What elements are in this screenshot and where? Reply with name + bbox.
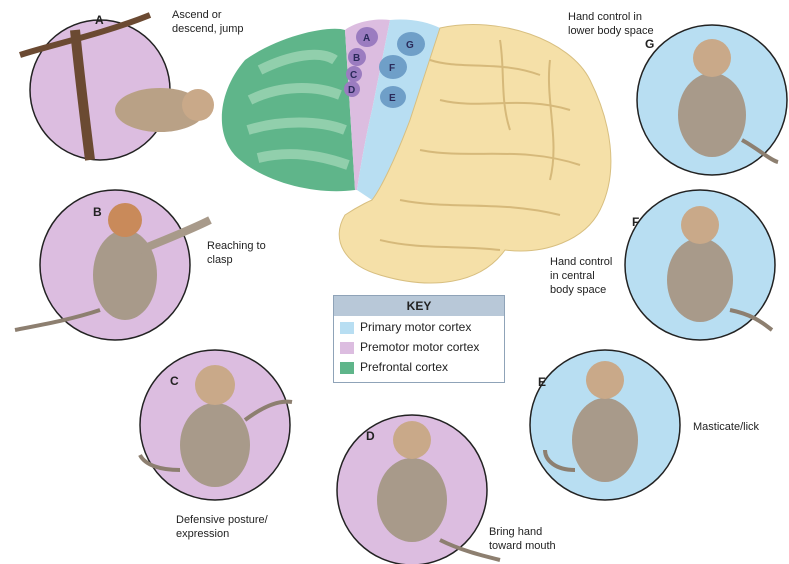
caption-d: Bring hand toward mouth — [489, 525, 556, 553]
monkey-g-body — [678, 73, 746, 157]
panel-e-letter: E — [538, 375, 546, 389]
monkey-a-head — [182, 89, 214, 121]
monkey-g-head — [693, 39, 731, 77]
legend-title: KEY — [334, 296, 504, 316]
panel-a-letter: A — [95, 13, 104, 27]
panel-f-letter: F — [632, 215, 639, 229]
caption-b: Reaching to clasp — [207, 239, 266, 267]
caption-g: Hand control in lower body space — [568, 10, 654, 38]
monkey-e-body — [572, 398, 638, 482]
caption-c: Defensive posture/ expression — [176, 513, 268, 541]
brain-label-e: E — [389, 93, 396, 104]
brain: A B C D G F E — [222, 19, 611, 282]
brain-label-f: F — [389, 63, 395, 74]
legend-item-primary-motor: Primary motor cortex — [334, 318, 504, 338]
panel-c-letter: C — [170, 374, 179, 388]
monkey-b-head — [108, 203, 142, 237]
brain-label-d: D — [348, 85, 355, 96]
swatch-prefrontal — [340, 362, 354, 374]
prefrontal-cortex-region — [222, 29, 355, 192]
panel-d-letter: D — [366, 429, 375, 443]
swatch-primary-motor — [340, 322, 354, 334]
caption-a: Ascend or descend, jump — [172, 8, 244, 36]
panel-d: D — [337, 415, 500, 564]
brain-label-c: C — [350, 70, 357, 81]
panel-b: B — [15, 190, 210, 340]
legend-label: Premotor motor cortex — [360, 340, 479, 354]
brain-label-b: B — [353, 53, 360, 64]
monkey-c-head — [195, 365, 235, 405]
panel-b-letter: B — [93, 205, 102, 219]
legend-item-prefrontal: Prefrontal cortex — [334, 358, 504, 378]
caption-f: Hand control in central body space — [550, 255, 612, 297]
swatch-premotor — [340, 342, 354, 354]
monkey-f-body — [667, 238, 733, 322]
monkey-f-head — [681, 206, 719, 244]
legend-label: Prefrontal cortex — [360, 360, 448, 374]
monkey-d-head — [393, 421, 431, 459]
panel-g-letter: G — [645, 37, 654, 51]
panel-e: E — [530, 350, 680, 500]
panel-g: G — [637, 25, 787, 175]
monkey-e-head — [586, 361, 624, 399]
brain-label-g: G — [406, 40, 414, 51]
monkey-c-body — [180, 403, 250, 487]
panel-c: C — [140, 350, 292, 500]
panel-f: F — [625, 190, 775, 340]
caption-e: Masticate/lick — [693, 420, 759, 434]
brain-label-a: A — [363, 33, 370, 44]
legend-label: Primary motor cortex — [360, 320, 471, 334]
legend: KEY Primary motor cortex Premotor motor … — [333, 295, 505, 383]
legend-item-premotor: Premotor motor cortex — [334, 338, 504, 358]
monkey-d-body — [377, 458, 447, 542]
